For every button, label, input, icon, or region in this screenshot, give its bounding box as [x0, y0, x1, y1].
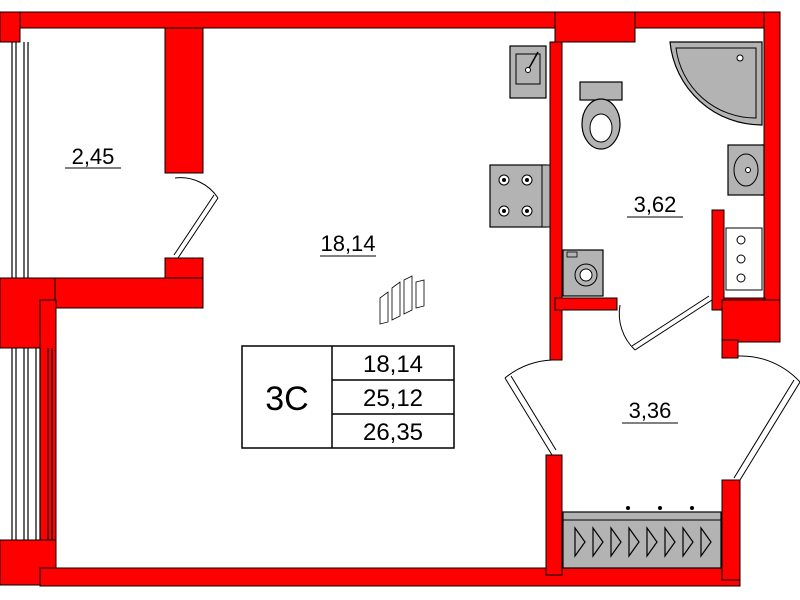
- toilet: [579, 81, 623, 150]
- loggia-window-bottom: [11, 348, 53, 540]
- hallway-area-label: 3,36: [629, 398, 672, 423]
- wall-loggia-upper: [164, 27, 204, 174]
- wall-loggia-top: [0, 11, 21, 43]
- wall-right-lower-stub: [721, 339, 739, 359]
- wall-top: [0, 11, 781, 29]
- door-entrance-left: [504, 359, 557, 456]
- wall-hall-right: [721, 479, 741, 581]
- loggia-window-left: [11, 42, 29, 278]
- walls: [0, 11, 781, 587]
- total-area-with-loggia-value: 26,35: [363, 419, 423, 446]
- wardrobe: [562, 506, 722, 569]
- wall-right-bathroom: [763, 11, 781, 343]
- shaft-panel: [725, 227, 763, 291]
- wall-bathroom-bottom: [554, 297, 618, 311]
- wall-hall-left: [545, 454, 563, 576]
- washing-machine: [562, 249, 604, 297]
- bathroom-sink: [727, 144, 765, 196]
- wall-right-lower-jamb: [721, 299, 781, 343]
- orientation-marker-icon: [379, 275, 425, 325]
- door-loggia: [173, 177, 219, 259]
- wall-bottom: [39, 567, 741, 587]
- door-entrance-right: [733, 355, 800, 481]
- wall-top-right: [554, 11, 636, 43]
- main-room-area-label: 18,14: [320, 231, 375, 256]
- kitchen-sink: [509, 45, 547, 99]
- stove: [489, 164, 551, 228]
- total-area-value: 25,12: [363, 385, 423, 412]
- door-bathroom: [618, 295, 713, 351]
- wall-bathroom-inner: [711, 209, 725, 311]
- hanger-icons: [574, 526, 712, 558]
- loggia-area-label: 2,45: [72, 144, 115, 169]
- wall-bathroom-left: [549, 41, 563, 361]
- living-area-value: 18,14: [363, 351, 423, 378]
- area-summary-table: 3С 18,14 25,12 26,35: [241, 345, 455, 449]
- shower: [669, 41, 763, 126]
- apartment-type-label: 3С: [265, 380, 308, 418]
- bathroom-area-label: 3,62: [634, 192, 677, 217]
